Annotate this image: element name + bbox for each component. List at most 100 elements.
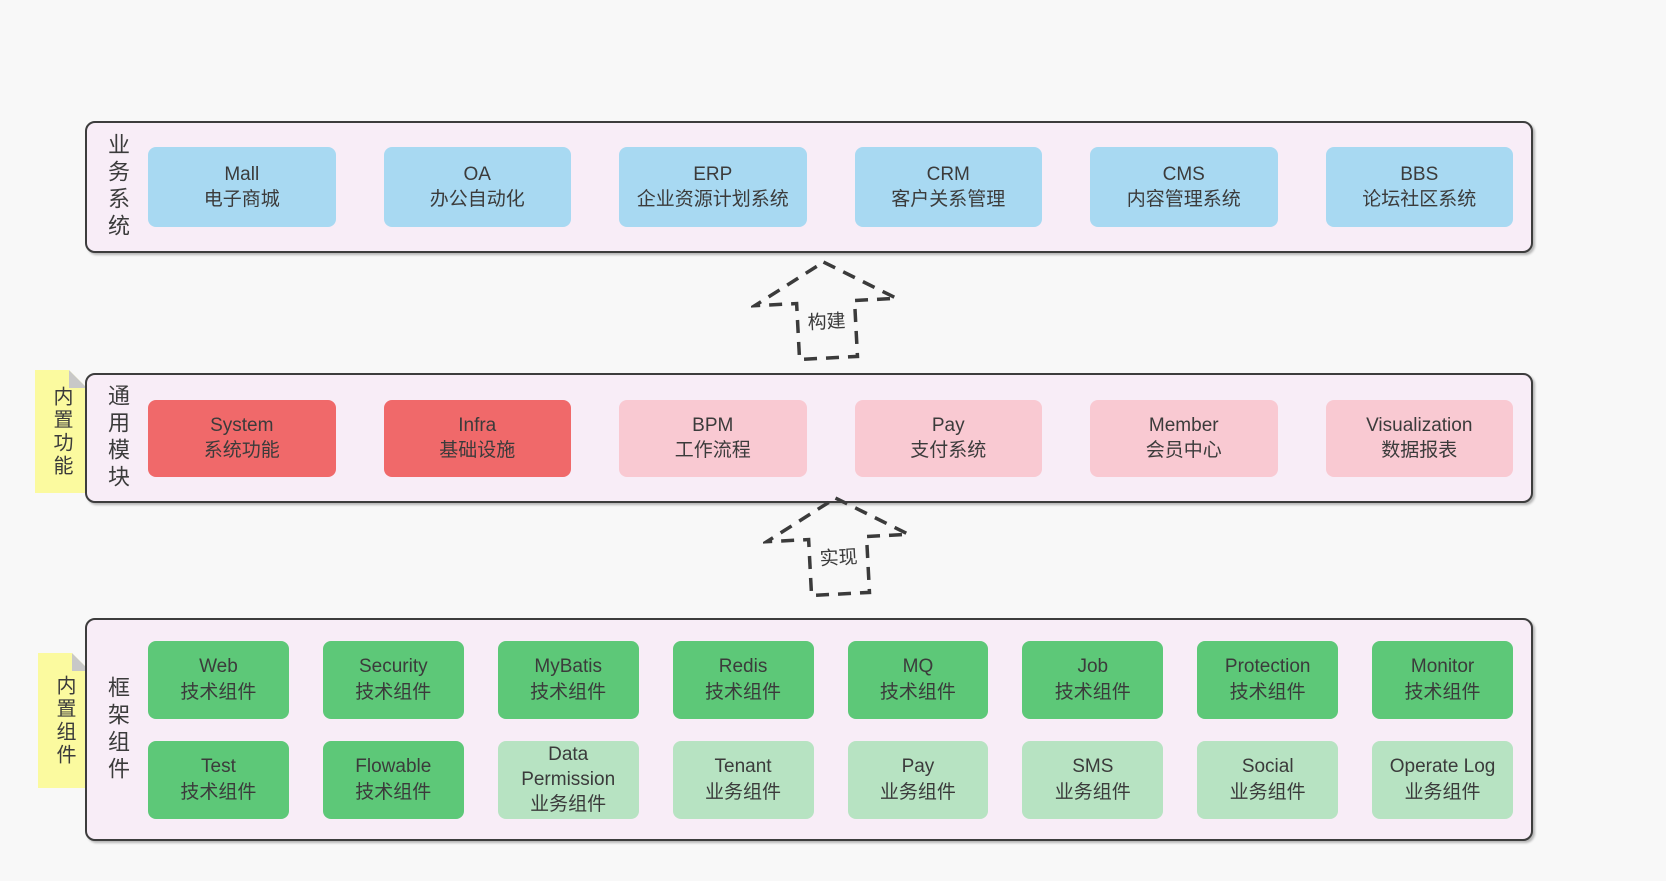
- module-name: CMS: [1162, 163, 1205, 185]
- module-box-mq: MQ 技术组件: [847, 640, 989, 719]
- module-name: Member: [1148, 414, 1219, 436]
- module-name: SMS: [1072, 756, 1114, 778]
- band-label: 通用模块: [105, 384, 130, 492]
- module-name: MQ: [902, 656, 934, 678]
- module-desc: 会员中心: [1145, 440, 1222, 461]
- module-name: Pay: [931, 414, 965, 436]
- module-name: MyBatis: [534, 656, 602, 678]
- module-box-data-permission: Data Permission 业务组件: [497, 740, 639, 819]
- module-box-monitor: Monitor 技术组件: [1372, 640, 1513, 719]
- module-name: Test: [201, 756, 236, 778]
- module-name: ERP: [693, 163, 733, 185]
- module-desc: 技术组件: [180, 781, 257, 803]
- module-name: Web: [199, 656, 238, 678]
- module-desc: 业务组件: [705, 781, 782, 803]
- module-desc: 业务组件: [530, 794, 607, 816]
- module-box-security: Security 技术组件: [322, 640, 464, 719]
- module-name: System: [210, 414, 274, 436]
- arrow-outline: [751, 260, 901, 362]
- module-box-infra: Infra 基础设施: [383, 399, 571, 477]
- arrow-label-backdrop: [811, 538, 866, 578]
- module-box-crm: CRM 客户关系管理: [854, 147, 1042, 227]
- module-desc: 业务组件: [879, 781, 956, 803]
- module-desc: 数据报表: [1381, 440, 1458, 461]
- module-name: Job: [1077, 656, 1109, 678]
- arrow-up-implement: 实现: [763, 496, 913, 598]
- module-box-bbs: BBS 论坛社区系统: [1325, 147, 1513, 227]
- module-box-test: Test 技术组件: [148, 740, 289, 819]
- module-box-tenant: Tenant 业务组件: [672, 740, 814, 819]
- module-name: BBS: [1400, 163, 1439, 185]
- module-box-visualization: Visualization 数据报表: [1325, 399, 1513, 477]
- module-box-operate-log: Operate Log 业务组件: [1372, 740, 1513, 819]
- module-desc: 技术组件: [1054, 681, 1131, 703]
- module-box-job: Job 技术组件: [1022, 640, 1164, 719]
- module-box-mybatis: MyBatis 技术组件: [497, 640, 639, 719]
- module-name: Infra: [458, 414, 497, 436]
- sticky-note-built-in-features: 内置功能: [35, 370, 87, 493]
- module-name: Flowable: [355, 756, 432, 778]
- module-name: Protection: [1224, 656, 1311, 678]
- module-desc: 技术组件: [879, 681, 956, 703]
- module-desc: 基础设施: [439, 440, 516, 461]
- module-box-web: Web 技术组件: [148, 640, 289, 719]
- module-name: Monitor: [1410, 656, 1475, 678]
- band-label: 业务系统: [105, 133, 130, 241]
- module-desc: 办公自动化: [429, 189, 525, 210]
- module-desc: 电子商城: [203, 189, 280, 210]
- module-desc: 技术组件: [1404, 681, 1481, 703]
- module-name: CRM: [926, 163, 970, 185]
- module-name: Visualization: [1366, 414, 1473, 436]
- module-desc: 技术组件: [355, 681, 432, 703]
- arrow-label: 构建: [807, 310, 846, 334]
- module-name: Data Permission: [521, 743, 616, 790]
- module-box-redis: Redis 技术组件: [672, 640, 814, 719]
- module-box-mall: Mall 电子商城: [148, 147, 336, 227]
- module-desc: 技术组件: [1229, 681, 1306, 703]
- module-desc: 技术组件: [705, 681, 782, 703]
- module-name: Redis: [718, 656, 768, 678]
- note-text: 内置组件: [53, 674, 75, 767]
- module-desc: 技术组件: [180, 681, 257, 703]
- sticky-note-built-in-components: 内置组件: [38, 653, 90, 788]
- arrow-outline: [763, 496, 913, 598]
- arrow-label-backdrop: [799, 302, 854, 342]
- module-desc: 业务组件: [1404, 781, 1481, 803]
- module-desc: 业务组件: [1054, 781, 1131, 803]
- module-desc: 客户关系管理: [891, 189, 1006, 210]
- module-name: Security: [358, 656, 428, 678]
- module-box-protection: Protection 技术组件: [1197, 640, 1339, 719]
- module-desc: 业务组件: [1229, 781, 1306, 803]
- module-desc: 内容管理系统: [1126, 189, 1241, 210]
- module-name: Social: [1241, 756, 1294, 778]
- module-box-sms: SMS 业务组件: [1022, 740, 1164, 819]
- module-desc: 技术组件: [530, 681, 607, 703]
- module-name: Tenant: [714, 756, 772, 778]
- module-desc: 论坛社区系统: [1362, 189, 1477, 210]
- arrow-label: 实现: [819, 546, 858, 570]
- band-label: 框架组件: [105, 675, 130, 784]
- module-box-cms: CMS 内容管理系统: [1090, 147, 1278, 227]
- module-box-member: Member 会员中心: [1090, 399, 1278, 477]
- module-name: Mall: [224, 163, 260, 185]
- note-text: 内置功能: [50, 385, 72, 478]
- module-name: Operate Log: [1389, 756, 1496, 778]
